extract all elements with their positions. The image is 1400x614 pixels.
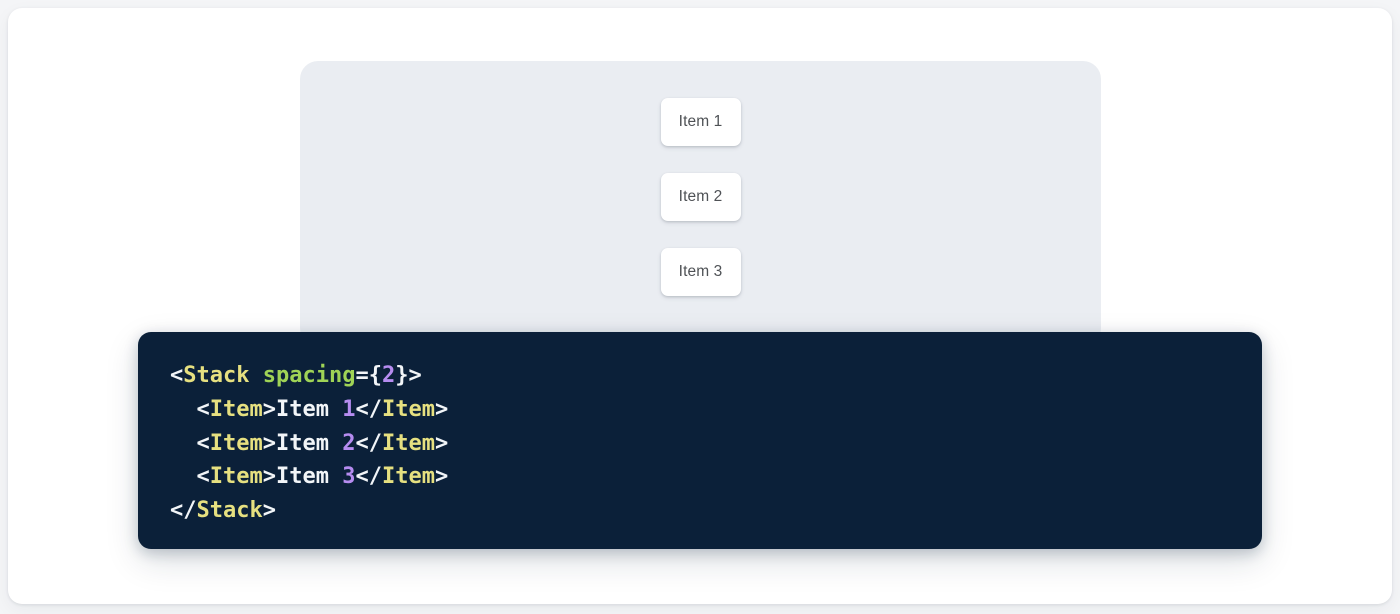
code-token-text: [249, 363, 262, 388]
code-token-text: Item: [275, 396, 343, 422]
code-token-num: 2: [342, 430, 356, 456]
code-token-punct: >: [434, 430, 449, 456]
code-token-tag: Item: [209, 464, 263, 490]
code-snippet-text: <Stack spacing={2}> <Item>Item 1</Item> …: [138, 332, 1262, 528]
code-token-tag: Item: [381, 464, 435, 490]
code-token-tag: Item: [381, 430, 435, 456]
list-item[interactable]: Item 3: [660, 248, 741, 296]
code-token-punct: }>: [395, 363, 422, 388]
code-token-punct: >: [262, 464, 276, 490]
code-token-punct: </: [355, 430, 382, 456]
code-token-tag: Item: [381, 396, 435, 422]
code-token-num: 3: [342, 464, 356, 490]
stack-container: Item 1 Item 2 Item 3: [300, 98, 1101, 296]
code-token-punct: >: [262, 498, 276, 524]
code-token-punct: >: [262, 396, 276, 422]
code-snippet-panel[interactable]: <Stack spacing={2}> <Item>Item 1</Item> …: [138, 332, 1262, 549]
code-token-tag: Item: [209, 396, 263, 422]
code-token-punct: </: [355, 396, 382, 422]
code-line: <Item>Item 1</Item>: [170, 393, 1262, 427]
code-token-punct: <: [196, 430, 210, 456]
stack-item-label: Item 2: [678, 188, 723, 205]
code-line: <Stack spacing={2}>: [170, 359, 1262, 393]
code-token-punct: <: [170, 363, 184, 388]
list-item[interactable]: Item 1: [660, 98, 741, 146]
code-token-tag: Stack: [196, 498, 263, 524]
code-line: <Item>Item 3</Item>: [170, 460, 1262, 494]
code-token-attr: spacing: [262, 363, 356, 388]
code-token-punct: >: [262, 430, 276, 456]
stack-item-label: Item 1: [678, 113, 723, 130]
code-token-punct: ={: [355, 363, 382, 388]
code-token-punct: </: [355, 464, 382, 490]
page-card: Item 1 Item 2 Item 3 <Stack spacing={2}>…: [8, 8, 1392, 604]
code-token-text: Item: [275, 464, 343, 490]
list-item[interactable]: Item 2: [660, 173, 741, 221]
code-token-punct: <: [196, 464, 210, 490]
code-token-tag: Stack: [183, 363, 250, 388]
code-token-punct: </: [170, 498, 197, 524]
code-token-num: 2: [381, 363, 396, 388]
code-token-punct: >: [434, 464, 449, 490]
code-line: <Item>Item 2</Item>: [170, 427, 1262, 461]
code-token-text: Item: [275, 430, 343, 456]
stack-item-label: Item 3: [678, 263, 723, 280]
code-line: </Stack>: [170, 494, 1262, 528]
code-token-punct: >: [434, 396, 449, 422]
code-token-punct: <: [196, 396, 210, 422]
code-token-tag: Item: [209, 430, 263, 456]
code-token-num: 1: [342, 396, 356, 422]
component-preview-panel: Item 1 Item 2 Item 3: [300, 61, 1101, 346]
